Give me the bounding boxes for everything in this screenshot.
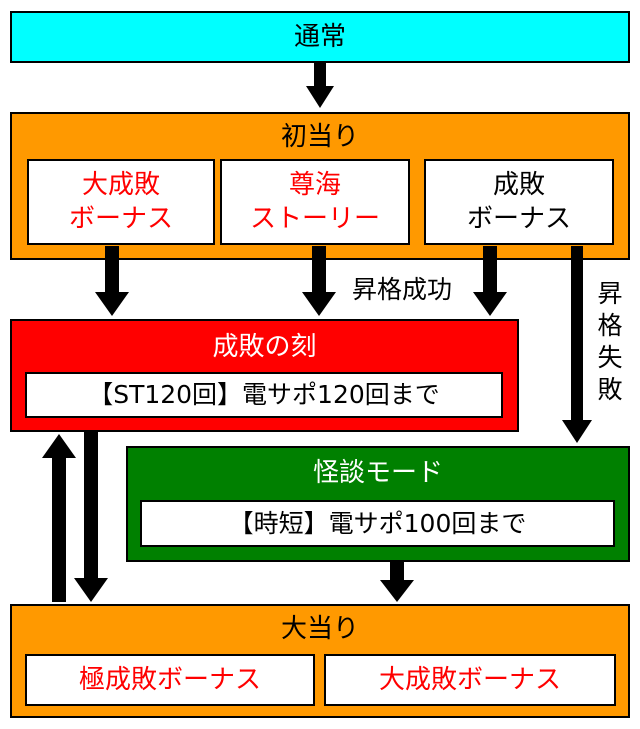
arrow-big-hit-to-seibai-koku — [42, 434, 76, 602]
arrow-kaidan-to-big-hit — [380, 562, 414, 602]
first-hit-label: 初当り — [280, 122, 359, 152]
promotion-fail-char: 失 — [597, 343, 623, 372]
first-hit-item-line1: 尊海 — [288, 170, 341, 200]
big-hit-item-daiseibai: 大成敗ボーナス — [324, 654, 616, 706]
seibai-koku-box: 成敗の刻 【ST120回】電サポ120回まで — [10, 319, 519, 432]
arrow-daiseibai-to-seibai-koku — [95, 246, 129, 316]
first-hit-item-line2: ストーリー — [249, 204, 380, 234]
first-hit-item-daiseibai: 大成敗 ボーナス — [27, 159, 215, 245]
first-hit-item-line2: ボーナス — [466, 204, 571, 234]
seibai-koku-detail: 【ST120回】電サポ120回まで — [25, 372, 503, 418]
kaidan-mode-label: 怪談モード — [312, 458, 443, 488]
kaidan-mode-box: 怪談モード 【時短】電サポ100回まで — [126, 446, 630, 562]
promotion-fail-char: 昇 — [597, 279, 623, 308]
first-hit-item-line1: 成敗 — [492, 170, 545, 200]
big-hit-label: 大当り — [280, 614, 359, 644]
arrow-seibai-koku-to-big-hit — [74, 432, 108, 602]
normal-state-box: 通常 — [10, 11, 630, 63]
big-hit-box: 大当り 極成敗ボーナス 大成敗ボーナス — [10, 604, 630, 718]
big-hit-item-goku: 極成敗ボーナス — [25, 654, 315, 706]
kaidan-mode-detail: 【時短】電サポ100回まで — [140, 500, 615, 547]
arrow-promotion-success — [473, 246, 507, 316]
promotion-fail-label: 昇 格 失 敗 — [595, 278, 625, 406]
promotion-fail-char: 格 — [597, 311, 623, 340]
arrow-sonkai-to-seibai-koku — [302, 246, 336, 316]
first-hit-item-line1: 大成敗 — [81, 170, 160, 200]
first-hit-item-seibai: 成敗 ボーナス — [424, 159, 614, 245]
seibai-koku-label: 成敗の刻 — [212, 332, 317, 362]
arrow-promotion-fail — [562, 246, 592, 443]
first-hit-item-line2: ボーナス — [68, 204, 173, 234]
promotion-success-label: 昇格成功 — [352, 275, 453, 304]
first-hit-item-sonkai: 尊海 ストーリー — [220, 159, 410, 245]
promotion-fail-char: 敗 — [597, 375, 623, 404]
normal-state-label: 通常 — [293, 22, 346, 52]
arrow-normal-to-first-hit — [306, 63, 334, 108]
